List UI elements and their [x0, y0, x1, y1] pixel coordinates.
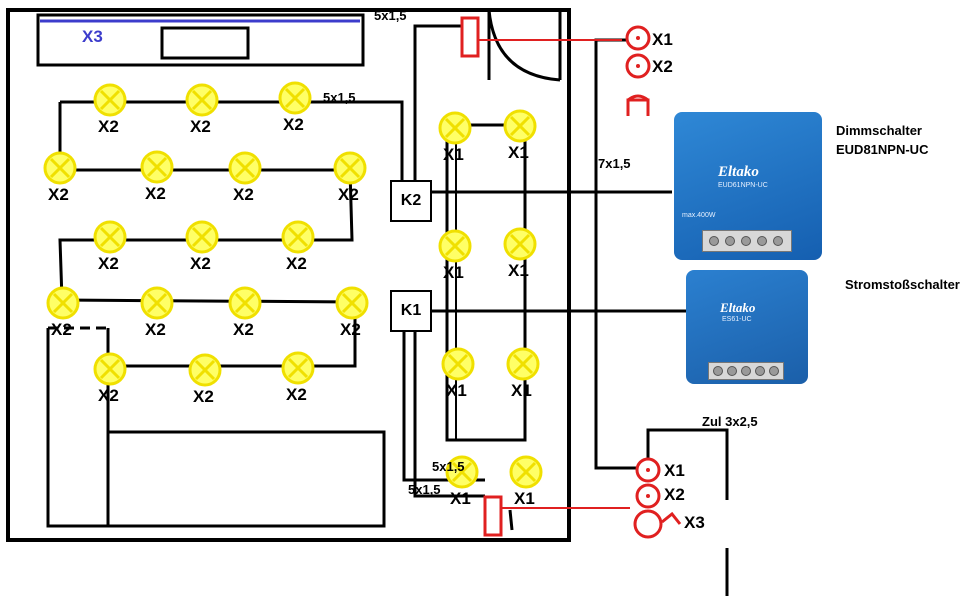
dimmer-device: Eltako EUD61NPN-UC max.400W	[674, 112, 822, 260]
impulse-model: ES61-UC	[722, 316, 752, 323]
lamp-label-x2-3: X2	[48, 185, 69, 204]
lamp-label-x2-13: X2	[340, 320, 361, 339]
cable-label-supply: Zul 3x2,5	[702, 414, 758, 429]
lamp-label-x1-4: X1	[446, 381, 467, 400]
lamp-x2-2	[278, 81, 312, 115]
ceiling-inner-box	[160, 26, 250, 60]
lamp-x1-6	[445, 455, 479, 489]
bottom-switch-symbol	[661, 511, 682, 525]
k1-down-wire-2	[413, 332, 485, 498]
lamp-x2-11	[140, 286, 174, 320]
lamp-label-x2-4: X2	[145, 184, 166, 203]
dimmer-terminals	[702, 230, 792, 252]
lamp-label-x2-1: X2	[190, 117, 211, 136]
door-arc	[487, 9, 561, 82]
terminal-label-top-x2: X2	[652, 57, 673, 76]
x1-loop-wire	[445, 123, 527, 442]
lamp-label-x2-10: X2	[51, 320, 72, 339]
lamp-label-x1-2: X1	[443, 263, 464, 282]
impulse-device: Eltako ES61-UC	[686, 270, 808, 384]
lamp-x2-13	[335, 286, 369, 320]
lamp-x2-9	[281, 220, 315, 254]
lamp-label-x2-12: X2	[233, 320, 254, 339]
lamp-x2-7	[93, 220, 127, 254]
cable-label-lamps: 5x1,5	[323, 90, 356, 105]
lamp-label-x2-15: X2	[193, 387, 214, 406]
lamp-x1-3	[503, 227, 537, 261]
relay-k1: K1	[390, 290, 432, 332]
bottom-switch-wire-2	[508, 509, 514, 531]
lamp-label-x1-1: X1	[508, 143, 529, 162]
impulse-brand: Eltako	[720, 300, 756, 315]
bottom-switch	[483, 495, 503, 537]
lamp-x1-5	[506, 347, 540, 381]
lamp-x2-4	[140, 150, 174, 184]
x2-top-wire	[60, 100, 404, 180]
cable-label-bottom-2: 5x1,5	[408, 482, 441, 497]
supply-top-wire	[646, 428, 729, 500]
lamp-label-x1-6: X1	[450, 489, 471, 508]
lamp-x1-2	[438, 229, 472, 263]
dimmer-power: max.400W	[682, 212, 716, 219]
lamp-x2-0	[93, 83, 127, 117]
dimmer-model: EUD61NPN-UC	[718, 182, 768, 189]
lamp-x2-12	[228, 286, 262, 320]
lamp-label-x2-7: X2	[98, 254, 119, 273]
room-outline	[6, 8, 571, 542]
lamp-label-x2-11: X2	[145, 320, 166, 339]
lamp-x1-7	[509, 455, 543, 489]
lamp-x2-15	[188, 353, 222, 387]
dashed-wire-left	[46, 328, 108, 528]
lamp-label-x2-9: X2	[286, 254, 307, 273]
table-block	[106, 430, 386, 528]
lamp-label-x2-8: X2	[190, 254, 211, 273]
terminal-label-top-x1: X1	[652, 30, 673, 49]
lamp-label-x2-14: X2	[98, 386, 119, 405]
lamp-x2-10	[46, 286, 80, 320]
lamp-x2-5	[228, 151, 262, 185]
top-switch	[460, 16, 480, 58]
lamp-label-x2-2: X2	[283, 115, 304, 134]
top-switch-symbol	[626, 94, 650, 116]
dimmer-title-2: EUD81NPN-UC	[836, 142, 929, 157]
cable-label-top: 5x1,5	[374, 8, 407, 23]
lamp-label-x2-5: X2	[233, 185, 254, 204]
lamp-x2-3	[43, 151, 77, 185]
cable-label-riser: 7x1,5	[598, 156, 631, 171]
lamp-label-x1-5: X1	[511, 381, 532, 400]
dimmer-brand: Eltako	[718, 164, 759, 180]
lamp-label-x1-0: X1	[443, 145, 464, 164]
impulse-title: Stromstoßschalter	[845, 277, 960, 292]
terminal-bottom-x3	[633, 509, 663, 539]
ceiling-label: X3	[82, 27, 103, 46]
dimmer-title-1: Dimmschalter	[836, 123, 922, 138]
lamp-label-x1-3: X1	[508, 261, 529, 280]
lamp-x2-16	[281, 351, 315, 385]
lamp-x1-1	[503, 109, 537, 143]
terminal-label-bottom-x2: X2	[664, 485, 685, 504]
lamp-label-x2-0: X2	[98, 117, 119, 136]
cable-label-bottom-1: 5x1,5	[432, 459, 465, 474]
lamp-label-x1-7: X1	[514, 489, 535, 508]
lamp-x2-14	[93, 352, 127, 386]
lamp-x2-8	[185, 220, 219, 254]
lamp-x1-4	[441, 347, 475, 381]
lamp-x2-1	[185, 83, 219, 117]
lamp-label-x2-16: X2	[286, 385, 307, 404]
lamp-label-x2-6: X2	[338, 185, 359, 204]
terminal-label-bottom-x3: X3	[684, 513, 705, 532]
k2-feed-wire	[413, 24, 462, 180]
impulse-terminals	[708, 362, 784, 380]
terminal-label-bottom-x1: X1	[664, 461, 685, 480]
relay-k2: K2	[390, 180, 432, 222]
lamp-x2-6	[333, 151, 367, 185]
lamp-x1-0	[438, 111, 472, 145]
